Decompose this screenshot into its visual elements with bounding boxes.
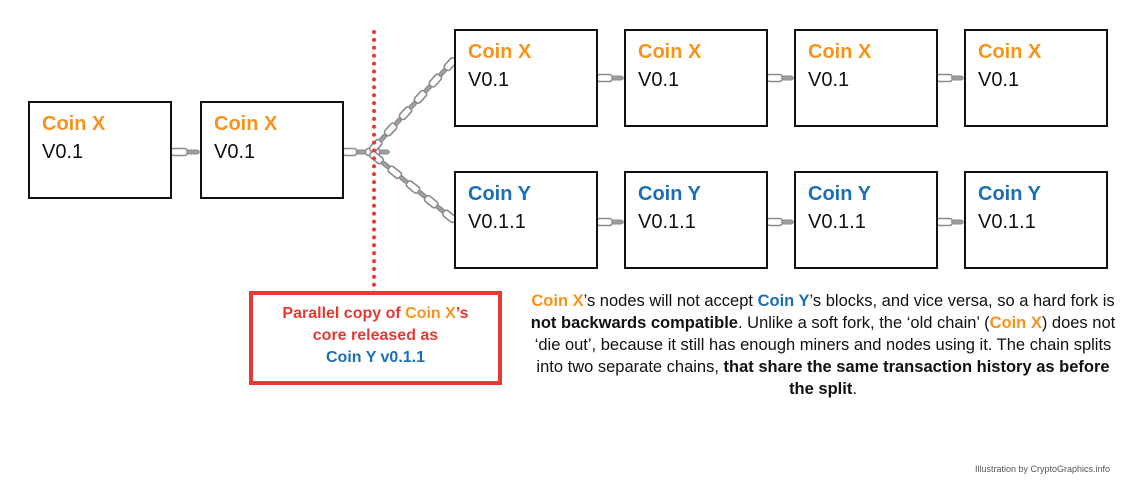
block-main-1: Coin X V0.1 (28, 101, 172, 199)
block-coin-label: Coin Y (808, 183, 871, 205)
block-version-label: V0.1 (468, 69, 510, 91)
explanation-coin-y: Coin Y (757, 292, 810, 310)
chain-fork-y-3-4 (935, 217, 964, 227)
block-fork-x-2: Coin X V0.1 (624, 29, 768, 127)
chain-link (595, 73, 614, 83)
block-version-label: V0.1 (638, 69, 680, 91)
block-coin-label: Coin X (468, 41, 532, 63)
block-coin-label: Coin X (214, 113, 278, 135)
callout-coin-x: Coin X (405, 305, 456, 322)
chain-link (765, 73, 784, 83)
explanation-text: ) does not ‘die out’, because it still h… (534, 314, 1116, 376)
callout-line-3: Coin Y v0.1.1 (325, 349, 425, 366)
block-fork-y-1: Coin Y V0.1.1 (454, 171, 598, 269)
illustration-credit: Illustration by CryptoGraphics.info (974, 464, 1110, 474)
chain-fork-y-2-3 (765, 217, 794, 227)
explanation-bold: not backwards compatible (530, 314, 738, 332)
block-version-label: V0.1 (214, 141, 256, 163)
callout-text: Parallel copy of (282, 305, 406, 322)
chain-fork-x-branch (368, 57, 458, 153)
chain-link (611, 75, 624, 81)
block-version-label: V0.1.1 (808, 211, 866, 233)
chain-link (169, 147, 189, 157)
block-fork-y-3: Coin Y V0.1.1 (794, 171, 938, 269)
block-fork-x-4: Coin X V0.1 (964, 29, 1108, 127)
block-fork-x-1: Coin X V0.1 (454, 29, 598, 127)
block-coin-label: Coin X (808, 41, 872, 63)
block-coin-label: Coin Y (638, 183, 701, 205)
chain-main-1-2 (169, 147, 200, 157)
chain-link (341, 147, 358, 157)
chain-link (935, 73, 954, 83)
chain-fork-x-2-3 (765, 73, 794, 83)
explanation-coin-x: Coin X (989, 314, 1042, 332)
explanation-paragraph: Coin X’s nodes will not accept Coin Y’s … (528, 290, 1118, 400)
chain-link (186, 149, 200, 155)
explanation-text: . Unlike a soft fork, the ‘old chain’ ( (737, 314, 990, 332)
block-version-label: V0.1 (42, 141, 84, 163)
chain-fork-y-branch (369, 150, 457, 224)
block-coin-label: Coin X (42, 113, 106, 135)
block-version-label: V0.1 (808, 69, 850, 91)
block-main-2: Coin X V0.1 (200, 101, 344, 199)
chain-main-to-fork (341, 147, 390, 157)
chain-link (378, 149, 390, 155)
block-coin-label: Coin Y (978, 183, 1041, 205)
block-version-label: V0.1.1 (638, 211, 696, 233)
chain-fork-y-1-2 (595, 217, 624, 227)
explanation-text: . (852, 380, 857, 398)
chain-fork-x-3-4 (935, 73, 964, 83)
block-coin-label: Coin Y (468, 183, 531, 205)
fork-split-line (372, 30, 376, 295)
chain-link (951, 75, 964, 81)
explanation-coin-x: Coin X (531, 292, 584, 310)
chain-link (595, 217, 614, 227)
explanation-bold: that share the same transaction history … (723, 358, 1110, 398)
block-fork-y-4: Coin Y V0.1.1 (964, 171, 1108, 269)
block-version-label: V0.1 (978, 69, 1020, 91)
callout-line-2: core released as (312, 327, 439, 344)
chain-link (951, 219, 964, 225)
fork-callout: Parallel copy of Coin X’s core released … (249, 291, 502, 385)
chain-link (781, 75, 794, 81)
chain-link (935, 217, 954, 227)
explanation-text: ’s blocks, and vice versa, so a hard for… (809, 292, 1115, 310)
callout-text: ’s (455, 305, 469, 322)
block-fork-x-3: Coin X V0.1 (794, 29, 938, 127)
chain-link (765, 217, 784, 227)
block-coin-label: Coin X (978, 41, 1042, 63)
explanation-text: ’s nodes will not accept (583, 292, 758, 310)
block-coin-label: Coin X (638, 41, 702, 63)
chain-fork-x-1-2 (595, 73, 624, 83)
callout-line-1: Parallel copy of Coin X’s (253, 303, 498, 325)
chain-link (611, 219, 624, 225)
chain-link (781, 219, 794, 225)
block-fork-y-2: Coin Y V0.1.1 (624, 171, 768, 269)
block-version-label: V0.1.1 (468, 211, 526, 233)
block-version-label: V0.1.1 (978, 211, 1036, 233)
